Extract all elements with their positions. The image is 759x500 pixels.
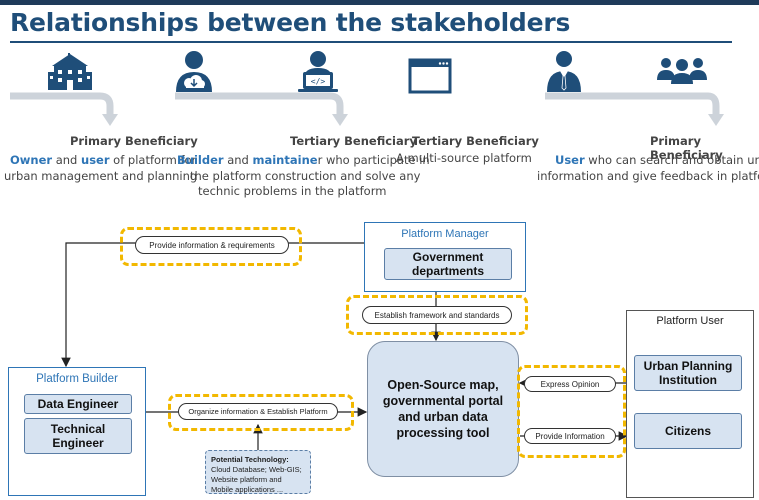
flow-arrows bbox=[10, 92, 724, 126]
provide-information-label: Provide Information bbox=[524, 428, 616, 444]
user-interaction-highlight bbox=[517, 365, 626, 458]
central-platform-box: Open-Source map, governmental portal and… bbox=[367, 341, 519, 477]
primary-beneficiary-2-role: Primary Beneficiary bbox=[650, 134, 723, 162]
government-departments-box: Government departments bbox=[384, 248, 512, 280]
potential-technology-box: Potential Technology: Cloud Database; We… bbox=[205, 450, 311, 494]
urban-planning-institution-box: Urban Planning Institution bbox=[634, 355, 742, 391]
platform-user-title: Platform User bbox=[656, 315, 724, 327]
tertiary-beneficiary-1-line1: Builder and maintainer who participate i… bbox=[177, 153, 430, 167]
technical-engineer-box: Technical Engineer bbox=[24, 418, 132, 454]
tertiary-beneficiary-2-role: Tertiary Beneficiary bbox=[412, 134, 539, 148]
primary-beneficiary-1-line1: Owner and user of platform for bbox=[10, 153, 197, 167]
tertiary-beneficiary-1-line2: the platform construction and solve any bbox=[190, 169, 421, 183]
primary-beneficiary-2-line1: User who can search and obtain urban bbox=[555, 153, 759, 167]
organize-platform-label: Organize information & Establish Platfor… bbox=[178, 403, 338, 420]
browser-window-icon bbox=[408, 58, 452, 94]
potential-technology-body: Cloud Database; Web-GIS; Website platfor… bbox=[211, 465, 302, 494]
page-title: Relationships between the stakeholders bbox=[10, 8, 571, 37]
tertiary-beneficiary-2-line1: A multi-source platform bbox=[396, 151, 532, 165]
svg-text:</>: </> bbox=[311, 77, 326, 86]
potential-technology-heading: Potential Technology: bbox=[211, 455, 289, 464]
businessman-icon bbox=[547, 51, 581, 92]
express-opinion-label: Express Opinion bbox=[524, 376, 616, 392]
primary-beneficiary-1-role: Primary Beneficiary bbox=[70, 134, 198, 148]
provide-info-requirements-highlight bbox=[120, 227, 302, 266]
platform-manager-title: Platform Manager bbox=[401, 228, 489, 240]
user-group-icon bbox=[657, 58, 707, 84]
platform-user-panel: Platform User bbox=[626, 310, 754, 498]
primary-beneficiary-2-line2: information and give feedback in platfor… bbox=[537, 169, 759, 183]
data-engineer-box: Data Engineer bbox=[24, 394, 132, 414]
tertiary-beneficiary-1-role: Tertiary Beneficiary bbox=[290, 134, 417, 148]
developer-laptop-icon: </> bbox=[298, 51, 338, 92]
title-rule bbox=[10, 41, 732, 43]
establish-framework-label: Establish framework and standards bbox=[362, 306, 512, 324]
organize-platform-highlight bbox=[168, 394, 354, 431]
top-bar bbox=[0, 0, 759, 5]
building-icon bbox=[48, 53, 92, 90]
primary-beneficiary-1-line2: urban management and planning bbox=[4, 169, 198, 183]
provide-info-requirements-label: Provide information & requirements bbox=[135, 236, 289, 254]
tertiary-beneficiary-1-line3: technic problems in the platform bbox=[198, 184, 387, 198]
platform-builder-title: Platform Builder bbox=[36, 373, 118, 385]
user-cloud-icon bbox=[176, 51, 212, 92]
citizens-box: Citizens bbox=[634, 413, 742, 449]
establish-framework-highlight bbox=[346, 295, 528, 335]
